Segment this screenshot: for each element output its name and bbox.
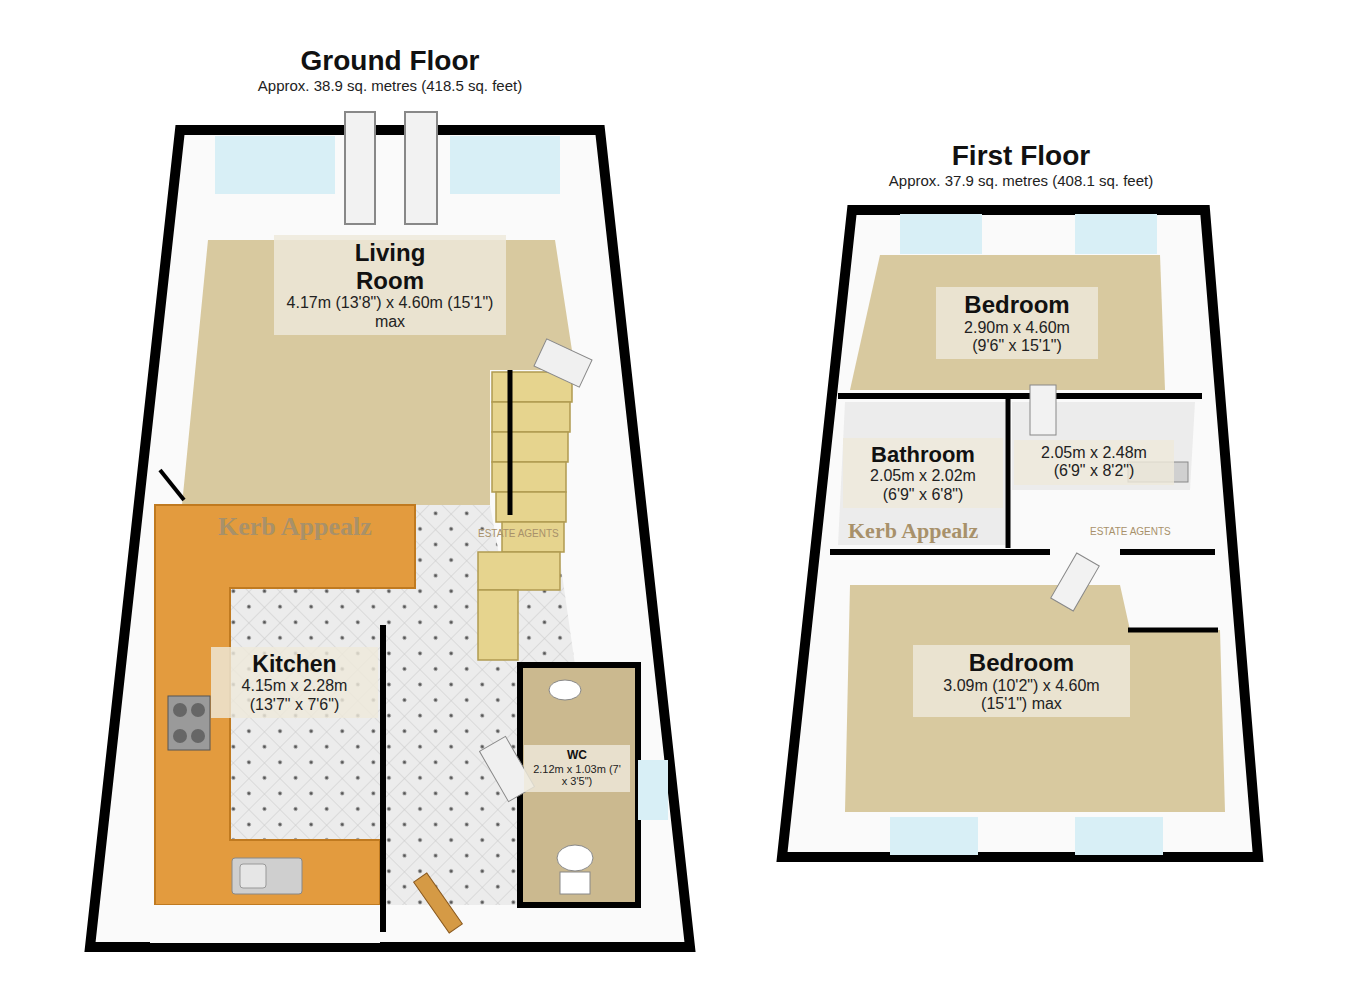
floor-area: Approx. 37.9 sq. metres (408.1 sq. feet) <box>782 172 1260 189</box>
room-name: Bedroom <box>942 291 1092 319</box>
room-label: 2.05m x 2.48m (6'9" x 8'2") <box>1014 440 1174 485</box>
room-name: Bathroom <box>849 442 997 467</box>
floor-title: Ground Floor <box>90 45 690 77</box>
room-dimensions: 2.05m x 2.48m (6'9" x 8'2") <box>1024 444 1164 481</box>
room-label: Bathroom2.05m x 2.02m (6'9" x 6'8") <box>843 438 1003 508</box>
room-name: WC <box>530 749 624 763</box>
watermark: Kerb Appealz <box>218 512 372 542</box>
room-dimensions: 2.12m x 1.03m (7' x 3'5") <box>531 763 623 788</box>
watermark: ESTATE AGENTS <box>1090 526 1171 537</box>
room-label: Bedroom2.90m x 4.60m (9'6" x 15'1") <box>936 287 1098 359</box>
room-name: Bedroom <box>919 649 1124 677</box>
room-label: WC2.12m x 1.03m (7' x 3'5") <box>524 745 630 792</box>
room-dimensions: 3.09m (10'2") x 4.60m (15'1") max <box>937 677 1107 714</box>
floor-plan: First FloorApprox. 37.9 sq. metres (408.… <box>782 140 1260 860</box>
room-label: Kitchen4.15m x 2.28m (13'7" x 7'6") <box>211 647 378 718</box>
room-dimensions: 2.90m x 4.60m (9'6" x 15'1") <box>947 319 1087 356</box>
room-label: Bedroom3.09m (10'2") x 4.60m (15'1") max <box>913 645 1130 717</box>
floor-title: First Floor <box>782 140 1260 172</box>
room-name: Living Room <box>325 239 455 294</box>
room-dimensions: 2.05m x 2.02m (6'9" x 6'8") <box>853 467 993 504</box>
room-name: Kitchen <box>217 651 372 677</box>
room-dimensions: 4.17m (13'8") x 4.60m (15'1") max <box>280 294 500 331</box>
floor-plan: Ground FloorApprox. 38.9 sq. metres (418… <box>90 45 690 950</box>
watermark: ESTATE AGENTS <box>478 528 559 539</box>
room-dimensions: 4.15m x 2.28m (13'7" x 7'6") <box>220 677 370 714</box>
room-label: Living Room4.17m (13'8") x 4.60m (15'1")… <box>274 235 506 335</box>
watermark: Kerb Appealz <box>848 518 978 544</box>
floor-area: Approx. 38.9 sq. metres (418.5 sq. feet) <box>90 77 690 94</box>
